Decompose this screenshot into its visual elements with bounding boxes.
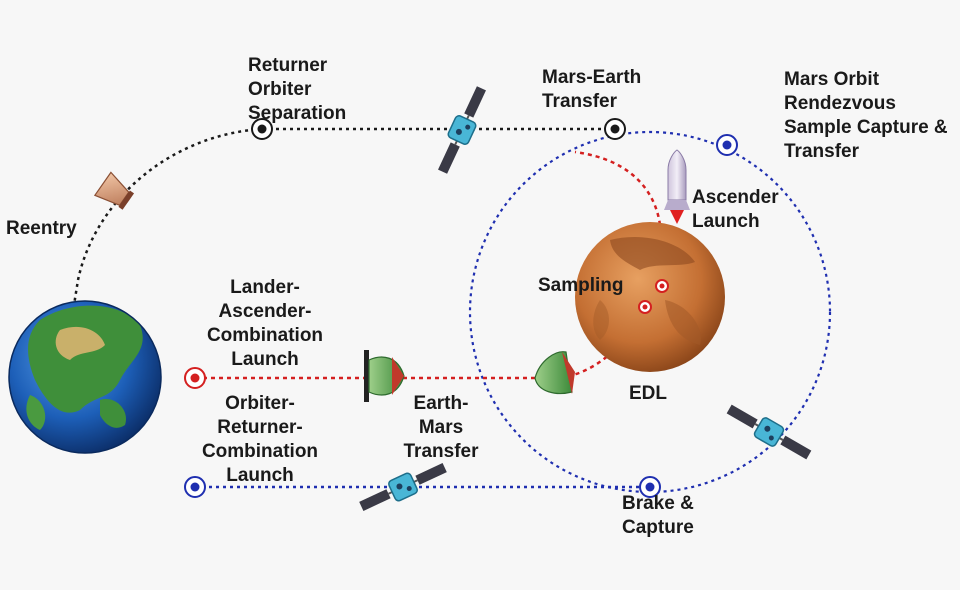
orbiter-launch-node: [184, 476, 206, 498]
earth-globe-icon: [8, 300, 162, 454]
separation-node: [251, 118, 273, 140]
reentry-capsule-icon: [93, 171, 135, 210]
rendezvous-node: [716, 134, 738, 156]
sampling-node: [655, 279, 669, 293]
lander-ascender-launch-label: Lander- Ascender- Combination Launch: [206, 277, 324, 370]
landing-node: [638, 300, 652, 314]
orbiter-returner-launch-label: Orbiter- Returner- Combination Launch: [201, 393, 319, 486]
reentry-path: [68, 127, 263, 331]
returner-orbiter-separation-label: Returner Orbiter Separation: [248, 55, 347, 124]
satellite-icon: [726, 404, 812, 460]
satellite-icon: [359, 463, 447, 511]
reentry-label: Reentry: [6, 218, 77, 239]
lander-launch-node: [184, 367, 206, 389]
mars-earth-transfer-label: Mars-Earth Transfer: [542, 67, 642, 112]
lander-capsule-icon: [534, 351, 575, 395]
earth-mars-transfer-label: Earth- Mars Transfer: [403, 393, 479, 462]
sampling-label: Sampling: [538, 275, 624, 296]
ascender-rocket-icon: [664, 149, 690, 224]
satellite-icon: [438, 86, 486, 174]
mars-orbit-rendezvous-label: Mars Orbit Rendezvous Sample Capture & T…: [784, 69, 948, 162]
edl-label: EDL: [629, 383, 667, 404]
brake-capture-label: Brake & Capture: [622, 493, 694, 538]
brake-capture-node: [639, 476, 661, 498]
mars-earth-transfer-node: [604, 118, 626, 140]
mars-planet-icon: [575, 222, 725, 372]
ascender-launch-label: Ascender Launch: [692, 187, 779, 232]
lander-capsule-icon: [364, 350, 405, 402]
